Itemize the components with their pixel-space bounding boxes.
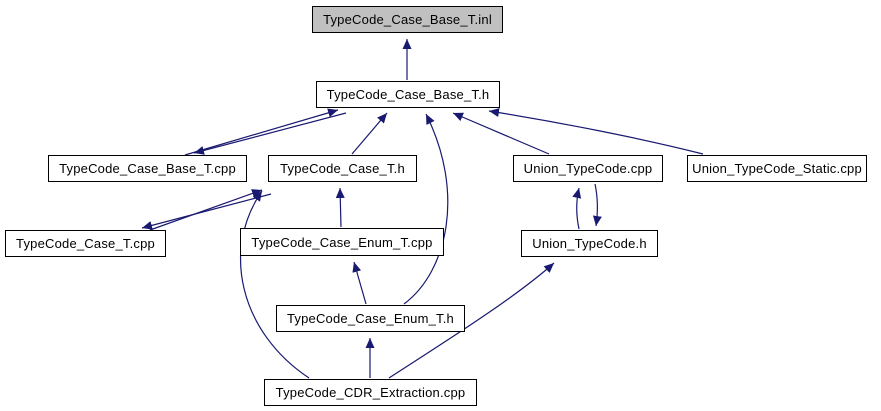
edge-typecode-cdr-extraction-cpp-to-typecode-case-t-h	[240, 190, 310, 379]
edge-typecode-cdr-extraction-cpp-to-union-typecode-h	[388, 262, 555, 379]
node-typecode-case-base-t-h[interactable]: TypeCode_Case_Base_T.h	[316, 81, 500, 108]
edge-typecode-case-t-h-to-typecode-case-t-cpp	[141, 193, 272, 230]
edge-union-typecode-cpp-to-typecode-case-base-t-h	[452, 112, 550, 155]
node-typecode-case-t-h[interactable]: TypeCode_Case_T.h	[268, 155, 417, 182]
node-union-typecode-cpp[interactable]: Union_TypeCode.cpp	[513, 155, 663, 182]
edge-typecode-case-t-cpp-to-typecode-case-t-h	[149, 189, 263, 231]
edge-typecode-case-enum-t-h-to-typecode-case-base-t-h	[403, 113, 449, 305]
edge-typecode-case-enum-t-h-to-typecode-case-enum-t-cpp	[352, 261, 367, 305]
node-typecode-case-base-t-cpp[interactable]: TypeCode_Case_Base_T.cpp	[48, 155, 247, 182]
node-typecode-case-enum-t-cpp[interactable]: TypeCode_Case_Enum_T.cpp	[240, 228, 444, 256]
edge-union-typecode-cpp-to-union-typecode-h	[592, 183, 602, 227]
node-union-typecode-static-cpp[interactable]: Union_TypeCode_Static.cpp	[687, 155, 867, 182]
edge-typecode-case-base-t-h-to-typecode-case-base-t-cpp	[193, 112, 347, 155]
edge-union-typecode-h-to-union-typecode-cpp	[572, 187, 582, 230]
node-typecode-case-enum-t-h[interactable]: TypeCode_Case_Enum_T.h	[276, 305, 465, 332]
edge-union-typecode-static-cpp-to-typecode-case-base-t-h	[488, 108, 704, 155]
node-typecode-case-t-cpp[interactable]: TypeCode_Case_T.cpp	[5, 230, 166, 257]
edge-typecode-case-enum-t-cpp-to-typecode-case-t-h	[335, 187, 345, 228]
node-union-typecode-h[interactable]: Union_TypeCode.h	[521, 230, 658, 257]
node-typecode-case-base-t-inl: TypeCode_Case_Base_T.inl	[312, 6, 503, 33]
edge-typecode-case-t-h-to-typecode-case-base-t-h	[351, 112, 388, 155]
edge-typecode-case-base-t-cpp-to-typecode-case-base-t-h	[184, 108, 339, 156]
node-typecode-cdr-extraction-cpp[interactable]: TypeCode_CDR_Extraction.cpp	[264, 379, 477, 406]
